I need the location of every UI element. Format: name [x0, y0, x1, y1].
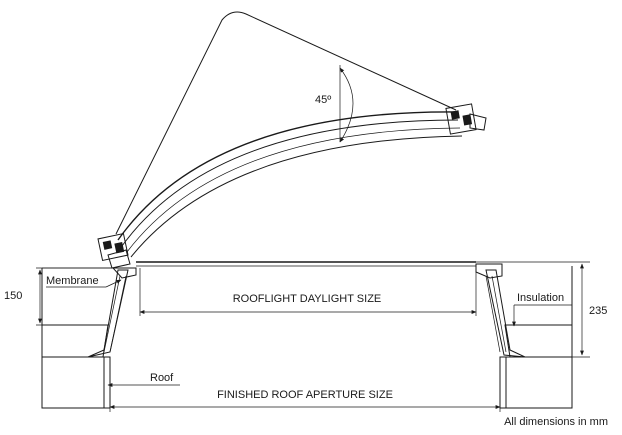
aperture-size-label: FINISHED ROOF APERTURE SIZE [217, 389, 393, 401]
daylight-dimension: ROOFLIGHT DAYLIGHT SIZE [139, 268, 477, 316]
roof-lining-right [499, 356, 507, 409]
aperture-dimension: FINISHED ROOF APERTURE SIZE [109, 360, 501, 412]
roof-leader: Roof [107, 372, 180, 387]
upstand-left [87, 267, 137, 358]
membrane-label: Membrane [46, 275, 99, 287]
dimension-235-label: 235 [589, 305, 607, 317]
angle-construction: 45º [115, 11, 457, 235]
daylight-size-label: ROOFLIGHT DAYLIGHT SIZE [233, 293, 382, 305]
open-lid [97, 103, 487, 269]
roof-lining-left [103, 356, 111, 409]
upstand-right [475, 263, 526, 358]
dimension-235: 235 [476, 261, 607, 358]
membrane-leader: Membrane [46, 275, 122, 288]
roof-label: Roof [150, 372, 174, 384]
hinge-frame-right [445, 103, 487, 135]
dimensions-note: All dimensions in mm [504, 416, 608, 428]
insulation-leader: Insulation [512, 292, 572, 327]
dimension-150-label: 150 [4, 290, 22, 302]
insulation-layer [41, 324, 573, 358]
insulation-label: Insulation [517, 292, 564, 304]
roof-block-right [505, 356, 573, 409]
hinge-frame-left [97, 232, 131, 269]
angle-label: 45º [315, 94, 331, 106]
roof-block-left [41, 356, 105, 409]
dimension-150: 150 [4, 267, 116, 326]
